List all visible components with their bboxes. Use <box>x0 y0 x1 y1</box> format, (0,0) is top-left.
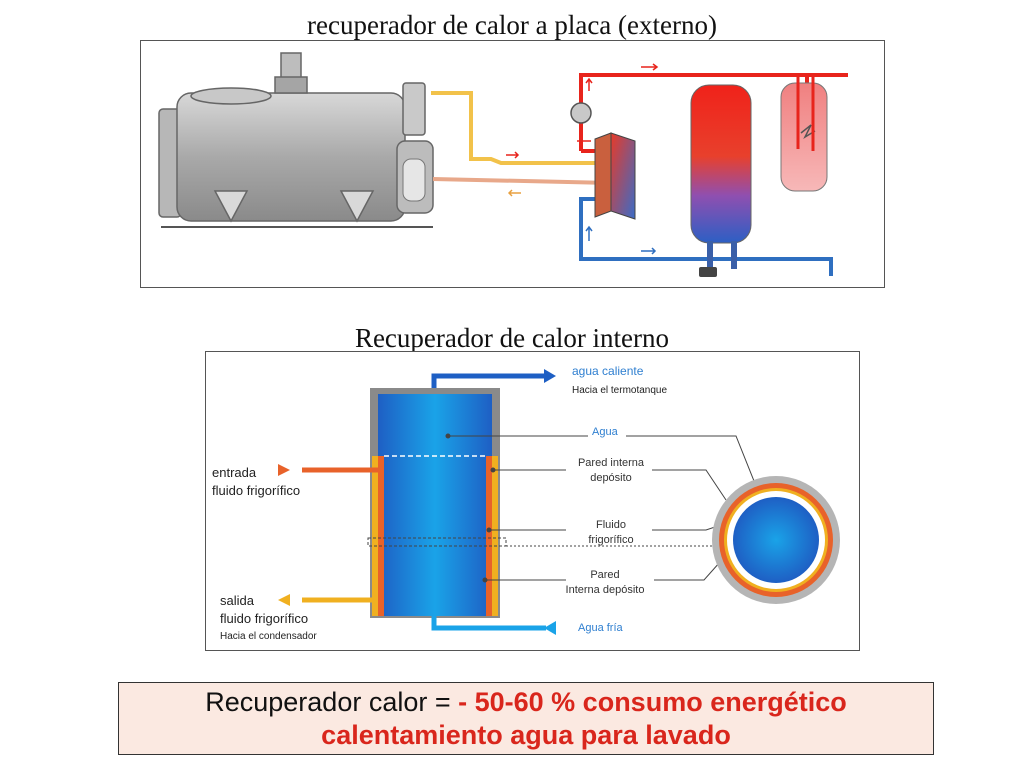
refrigerant-inlet-arrow-icon <box>278 464 290 476</box>
hot-water-label: agua caliente <box>572 364 644 378</box>
hot-water-outlet <box>431 373 546 388</box>
electric-heater <box>780 75 828 192</box>
cold-water-pipe <box>579 197 833 276</box>
summary-highlight: - 50-60 % consumo energético <box>458 687 847 717</box>
milk-tank <box>158 52 434 228</box>
lightning-icon <box>800 124 816 139</box>
refrigerant-hot-pipe <box>431 91 601 165</box>
valve-icon <box>699 267 717 277</box>
external-recuperator-diagram <box>158 52 848 277</box>
hot-water-pipe <box>579 73 848 151</box>
cold-water-label: Agua fría <box>578 622 623 634</box>
internal-recuperator-title: Recuperador de calor interno <box>354 323 670 353</box>
inner-wall-label: Pared interna depósito <box>577 457 645 484</box>
internal-recuperator-panel: agua caliente Hacia el termotanque Agua … <box>205 351 860 651</box>
to-heater-label: Hacia el termotanque <box>572 385 668 396</box>
refrigerant-outlet-arrow-icon <box>278 594 290 606</box>
cold-water-inlet <box>431 616 546 631</box>
external-recuperator-title: recuperador de calor a placa (externo) <box>307 10 717 40</box>
pump-icon <box>570 102 592 124</box>
summary-box: Recuperador calor = - 50-60 % consumo en… <box>118 682 934 755</box>
external-recuperator-panel <box>140 40 885 288</box>
refrigerant-inlet-label: entrada fluido frigorífico <box>212 465 301 498</box>
plate-heat-exchanger <box>594 132 636 220</box>
summary-line2: calentamiento agua para lavado <box>321 720 731 750</box>
refrigerant-label: Fluido frigorífico <box>588 519 634 546</box>
internal-tank <box>367 388 507 618</box>
cold-water-arrow-icon <box>544 621 556 635</box>
water-label: Agua <box>592 426 618 438</box>
flow-arrows <box>506 63 659 255</box>
tank-wall-label: Pared Interna depósito <box>565 569 645 596</box>
hot-water-arrow-icon <box>544 369 556 383</box>
refrigerant-return-pipe <box>432 177 612 185</box>
summary-prefix: Recuperador calor = <box>205 687 459 717</box>
summary-line1: Recuperador calor = - 50-60 % consumo en… <box>119 686 933 719</box>
water-heater <box>690 84 752 269</box>
tank-cross-section <box>712 476 840 604</box>
refrigerant-outlet-label: salida fluido frigorífico <box>220 593 309 626</box>
internal-recuperator-diagram <box>278 369 840 635</box>
to-condenser-label: Hacia el condensador <box>220 631 317 642</box>
